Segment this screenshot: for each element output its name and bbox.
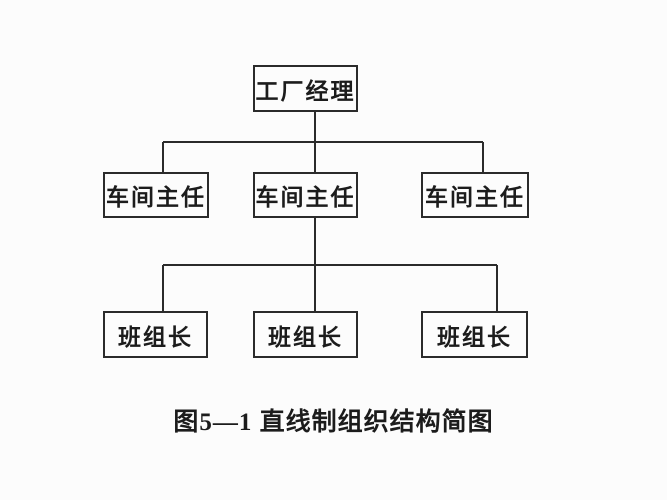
node-factory-manager: 工厂经理	[253, 65, 358, 112]
node-label: 车间主任	[106, 185, 206, 210]
node-label: 班组长	[437, 324, 512, 350]
node-label: 工厂经理	[255, 78, 356, 104]
node-workshop-director-2: 车间主任	[253, 172, 358, 218]
node-team-leader-2: 班组长	[253, 311, 358, 358]
node-team-leader-3: 班组长	[421, 311, 528, 358]
figure-caption: 图5—1 直线制组织结构简图	[173, 409, 494, 436]
node-workshop-director-1: 车间主任	[103, 172, 209, 218]
node-team-leader-1: 班组长	[103, 311, 208, 358]
node-label: 班组长	[268, 324, 343, 350]
node-label: 班组长	[118, 324, 193, 350]
node-label: 车间主任	[255, 185, 356, 210]
node-label: 车间主任	[425, 185, 525, 210]
node-workshop-director-3: 车间主任	[421, 172, 529, 218]
